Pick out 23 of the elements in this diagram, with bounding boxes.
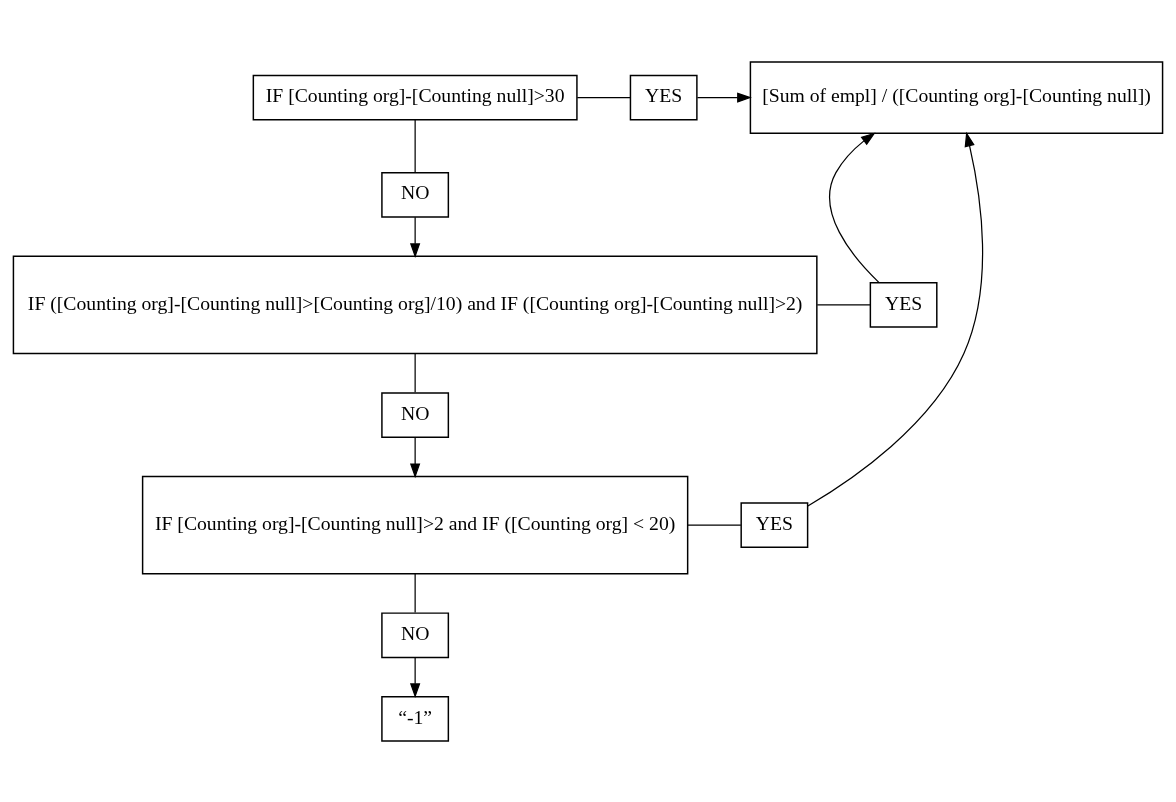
connector bbox=[687, 524, 742, 526]
node-box: [Sum of empl] / ([Counting org]-[Counting null]) bbox=[749, 60, 1164, 134]
node-box: IF [Counting org]-[Counting null]>2 and IF ([Counting org] < 20) bbox=[141, 475, 689, 574]
node-box: “-1” bbox=[381, 695, 450, 742]
connector bbox=[414, 352, 416, 393]
node-box: YES bbox=[869, 281, 938, 328]
arrow bbox=[409, 656, 421, 698]
node-box: YES bbox=[629, 74, 698, 120]
connector bbox=[816, 303, 871, 306]
arrow bbox=[696, 91, 752, 103]
node-box: IF [Counting org]-[Counting null]>30 bbox=[252, 74, 578, 120]
node-box: IF ([Counting org]-[Counting null]>[Counting org]/10) and IF ([Counting org]-[Counting null]>2) bbox=[12, 255, 818, 354]
node-box: NO bbox=[381, 391, 450, 438]
node-box: NO bbox=[381, 171, 450, 218]
connector bbox=[414, 118, 416, 173]
arrow bbox=[807, 131, 984, 507]
node-box: NO bbox=[381, 611, 450, 658]
arrow bbox=[409, 216, 421, 258]
connector bbox=[576, 96, 631, 98]
connector bbox=[414, 572, 416, 613]
node-box: YES bbox=[740, 501, 809, 548]
arrow bbox=[409, 436, 421, 478]
arrow bbox=[829, 131, 880, 283]
